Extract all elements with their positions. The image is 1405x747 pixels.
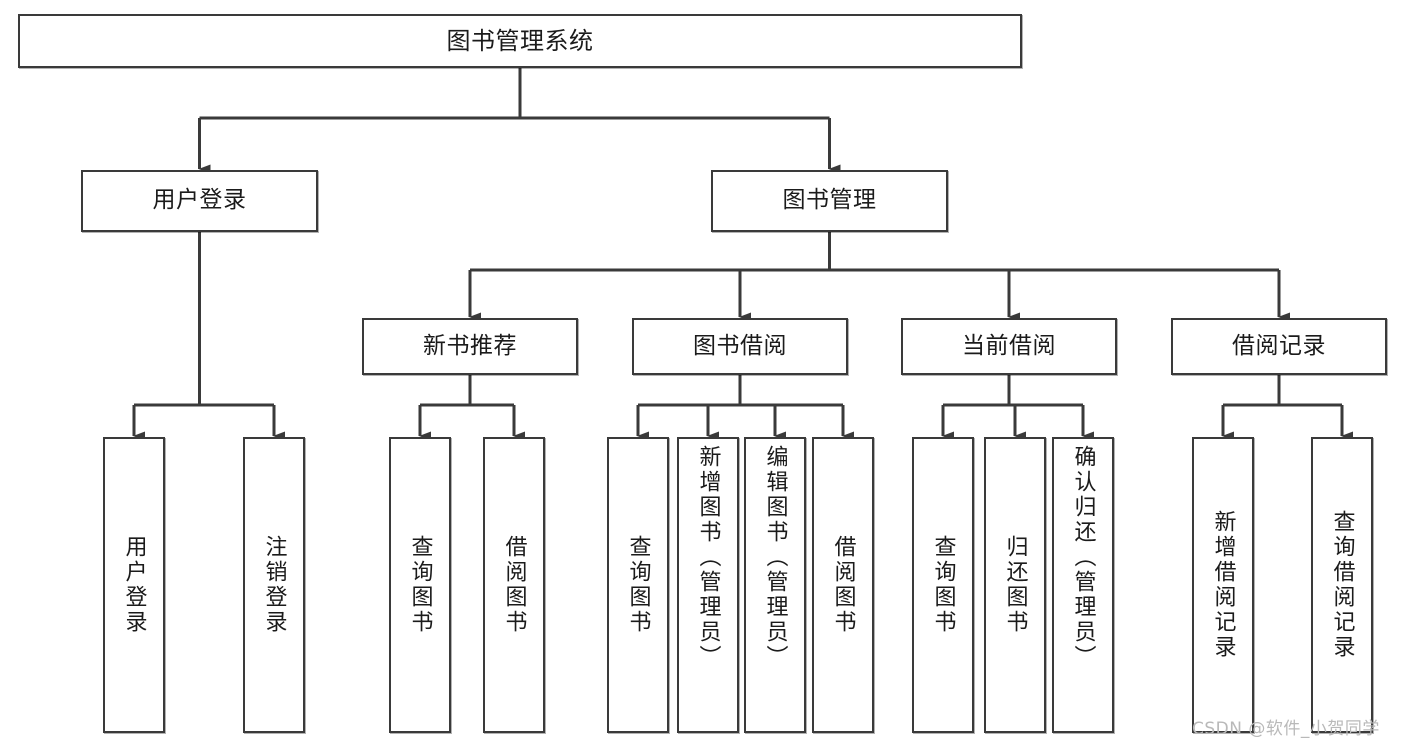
node-label: 用户登录 — [121, 535, 147, 635]
leaf-query-book-borrowing[interactable]: 查询图书 — [607, 437, 669, 733]
node-label: 查询借阅记录 — [1329, 510, 1355, 660]
leaf-add-book-admin[interactable]: 新增图书（管理员） — [677, 437, 739, 733]
node-label: 借阅图书 — [501, 535, 527, 635]
leaf-user-login[interactable]: 用户登录 — [103, 437, 165, 733]
node-label: 归还图书 — [1002, 535, 1028, 635]
node-label: 借阅记录 — [1232, 332, 1326, 359]
leaf-borrow-book-borrowing[interactable]: 借阅图书 — [812, 437, 874, 733]
node-label: 新增图书（管理员） — [695, 445, 721, 670]
node-label: 查询图书 — [407, 535, 433, 635]
node-new-book-recommendation[interactable]: 新书推荐 — [362, 318, 578, 375]
leaf-query-borrowing-record[interactable]: 查询借阅记录 — [1311, 437, 1373, 733]
node-label: 新增借阅记录 — [1210, 510, 1236, 660]
node-label: 借阅图书 — [830, 535, 856, 635]
node-current-borrowing[interactable]: 当前借阅 — [901, 318, 1117, 375]
leaf-return-book[interactable]: 归还图书 — [984, 437, 1046, 733]
leaf-edit-book-admin[interactable]: 编辑图书（管理员） — [744, 437, 806, 733]
node-borrowing-record[interactable]: 借阅记录 — [1171, 318, 1387, 375]
leaf-query-book-current[interactable]: 查询图书 — [912, 437, 974, 733]
node-label: 编辑图书（管理员） — [762, 445, 788, 670]
node-label: 图书管理 — [782, 187, 877, 214]
node-label: 当前借阅 — [962, 332, 1056, 359]
leaf-logout[interactable]: 注销登录 — [243, 437, 305, 733]
node-label: 图书借阅 — [693, 332, 787, 359]
node-label: 新书推荐 — [423, 332, 517, 359]
leaf-confirm-return-admin[interactable]: 确认归还（管理员） — [1052, 437, 1114, 733]
node-label: 注销登录 — [261, 535, 287, 635]
node-label: 查询图书 — [625, 535, 651, 635]
node-book-borrowing[interactable]: 图书借阅 — [632, 318, 848, 375]
csdn-watermark: CSDN @软件_小贺同学 — [1192, 719, 1380, 739]
leaf-borrow-book-recommendation[interactable]: 借阅图书 — [483, 437, 545, 733]
node-label: 用户登录 — [152, 187, 247, 214]
node-label: 确认归还（管理员） — [1070, 445, 1096, 670]
node-label: 图书管理系统 — [446, 26, 594, 55]
node-label: 查询图书 — [930, 535, 956, 635]
leaf-query-book-recommendation[interactable]: 查询图书 — [389, 437, 451, 733]
leaf-add-borrowing-record[interactable]: 新增借阅记录 — [1192, 437, 1254, 733]
node-root-system[interactable]: 图书管理系统 — [18, 14, 1022, 68]
node-user-login[interactable]: 用户登录 — [81, 170, 318, 232]
node-book-management[interactable]: 图书管理 — [711, 170, 948, 232]
